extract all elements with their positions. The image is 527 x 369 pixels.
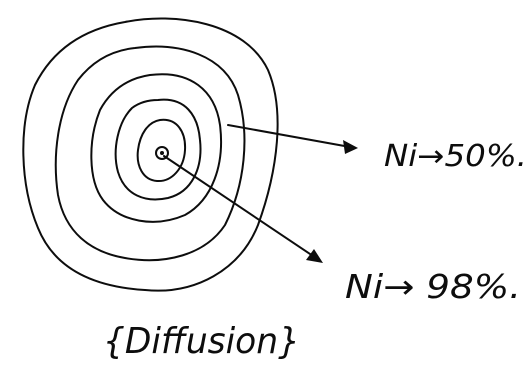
label-outer-ring: Ni→50%. xyxy=(384,139,527,174)
label-core: Ni→ 98%. xyxy=(345,267,521,306)
caption: {Diffusion} xyxy=(103,321,300,362)
concentric-rings xyxy=(22,17,279,292)
ring-4 xyxy=(114,98,202,201)
arrow-outer-ring xyxy=(227,124,358,154)
core-dot xyxy=(155,146,169,160)
ring-1 xyxy=(22,17,279,292)
ring-5 xyxy=(136,118,187,183)
ring-3 xyxy=(90,73,222,223)
arrow-core xyxy=(163,155,323,263)
ring-2 xyxy=(54,45,246,262)
